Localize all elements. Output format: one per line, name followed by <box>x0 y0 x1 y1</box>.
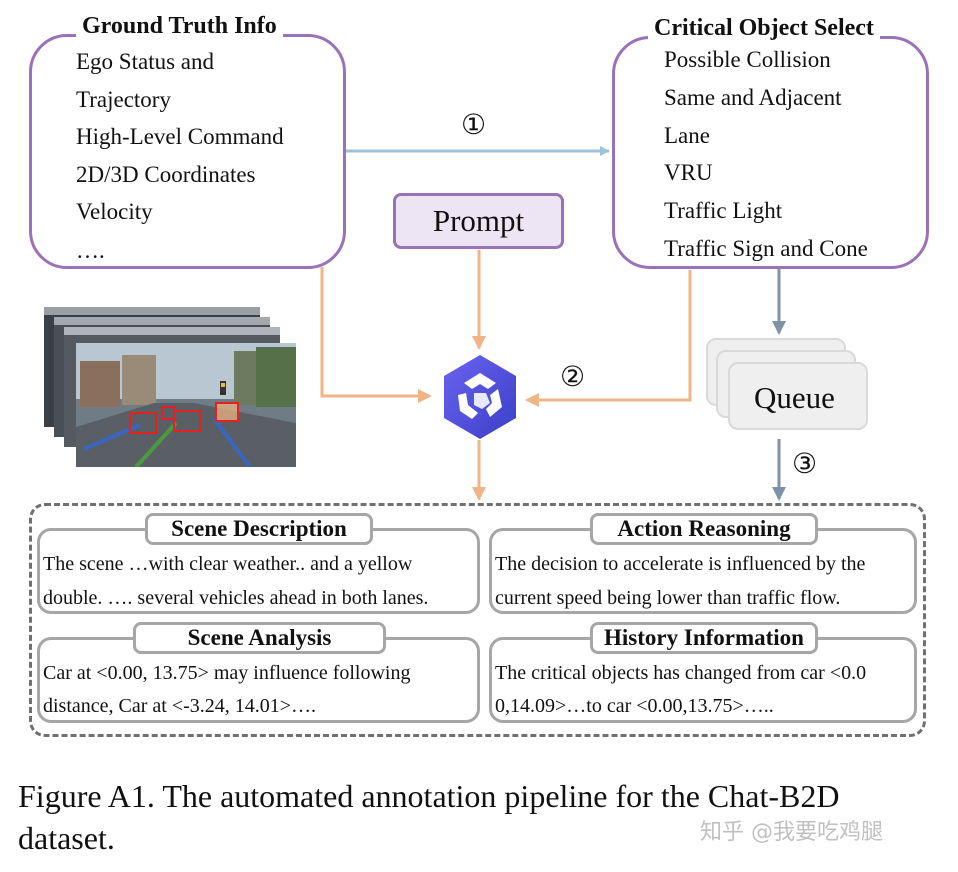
scene-analysis-line: Car at <0.00, 13.75> may influence follo… <box>43 662 411 684</box>
critical-object-box <box>612 36 929 269</box>
scene-analysis-line: distance, Car at <-3.24, 14.01>…. <box>43 695 317 717</box>
arrow-critical-to-model <box>525 270 692 407</box>
critical-object-item: Traffic Sign and Cone <box>664 236 868 261</box>
prompt-label: Prompt <box>432 203 525 238</box>
ground-truth-item: Trajectory <box>76 87 171 112</box>
ground-truth-item: Ego Status and <box>76 49 214 74</box>
scene-description-line: double. …. several vehicles ahead in bot… <box>43 587 429 609</box>
critical-object-item: Possible Collision <box>664 47 831 72</box>
ground-truth-item: High-Level Command <box>76 124 284 149</box>
qwen-logo-icon <box>444 355 516 439</box>
driving-scene-frames-image <box>44 307 296 467</box>
figure-caption-line1: Figure A1. The automated annotation pipe… <box>18 778 840 814</box>
ground-truth-item: Velocity <box>76 199 153 224</box>
watermark: 知乎 @我要吃鸡腿 <box>700 820 883 845</box>
scene-analysis-title: Scene Analysis <box>133 622 386 654</box>
history-information-line: The critical objects has changed from ca… <box>495 662 867 684</box>
ground-truth-item: …. <box>76 238 105 263</box>
step-one-marker: ① <box>461 110 487 141</box>
critical-object-item: Traffic Light <box>664 198 783 223</box>
action-reasoning-line: current speed being lower than traffic f… <box>495 587 841 609</box>
action-reasoning-line: The decision to accelerate is influenced… <box>495 553 866 575</box>
queue-card-front <box>728 362 868 430</box>
history-information-line: 0,14.09>…to car <0.00,13.75>….. <box>495 695 774 717</box>
critical-object-item: Same and Adjacent <box>664 85 842 110</box>
prompt-box: Prompt <box>393 193 564 249</box>
step-two-marker: ② <box>560 362 586 393</box>
arrow-ground-truth-to-model <box>320 267 432 403</box>
queue-label: Queue <box>754 380 835 415</box>
critical-object-item: VRU <box>664 160 713 185</box>
critical-object-item: Lane <box>664 123 710 148</box>
figure-caption-line2: dataset. <box>18 820 115 856</box>
scene-description-line: The scene …with clear weather.. and a ye… <box>43 553 413 575</box>
outputs-container <box>29 503 926 737</box>
action-reasoning-title: Action Reasoning <box>590 513 818 545</box>
scene-description-title: Scene Description <box>145 513 373 545</box>
ground-truth-title: Ground Truth Info <box>76 13 283 40</box>
critical-object-title: Critical Object Select <box>648 15 880 42</box>
ground-truth-item: 2D/3D Coordinates <box>76 162 256 187</box>
history-information-title: History Information <box>590 622 818 654</box>
step-three-marker: ③ <box>792 449 818 480</box>
